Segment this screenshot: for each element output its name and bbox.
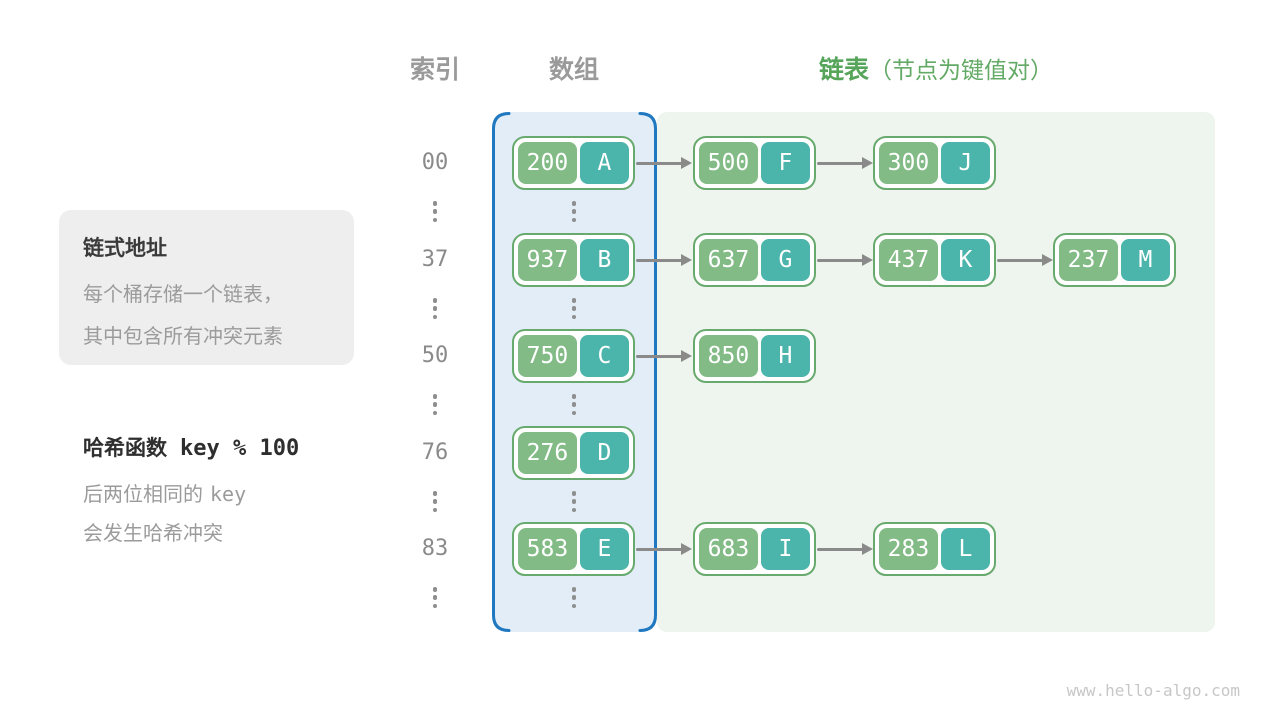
chaining-note-box: 链式地址 每个桶存储一个链表， 其中包含所有冲突元素 (59, 210, 354, 365)
header-linked-list-note: （节点为键值对） (869, 58, 1053, 84)
ellipsis-dots-icon (432, 587, 438, 608)
ellipsis-dots-icon (571, 587, 577, 608)
hash-note-line2: 会发生哈希冲突 (83, 521, 223, 545)
node-value: K (940, 239, 990, 281)
node-value: J (940, 142, 990, 184)
index-label: 37 (421, 247, 449, 272)
array-node: 583 E (512, 522, 635, 576)
arrow-icon (817, 253, 873, 267)
chain-node: 237 M (1053, 233, 1176, 287)
chaining-note-line2: 其中包含所有冲突元素 (83, 324, 283, 348)
arrow-icon (636, 542, 692, 556)
arrow-icon (817, 156, 873, 170)
header-array: 数组 (548, 55, 599, 84)
node-key: 683 (699, 528, 758, 570)
bucket-row-00: 00 200 A 500 F 300 J (0, 136, 1280, 190)
arrow-icon (636, 253, 692, 267)
node-value: F (760, 142, 810, 184)
node-key: 437 (879, 239, 938, 281)
arrow-icon (636, 349, 692, 363)
hash-function-formula: key % 100 (180, 436, 300, 461)
chain-node: 437 K (873, 233, 996, 287)
index-label: 76 (421, 440, 449, 465)
ellipsis-dots-icon (571, 394, 577, 415)
bucket-row-50: 50 750 C 850 H (0, 329, 1280, 383)
node-value: H (760, 335, 810, 377)
array-node: 750 C (512, 329, 635, 383)
node-value: C (579, 335, 629, 377)
node-value: B (579, 239, 629, 281)
chaining-note-title: 链式地址 (83, 236, 167, 260)
ellipsis-dots-icon (432, 491, 438, 512)
node-key: 937 (518, 239, 577, 281)
array-bracket-border (492, 112, 657, 632)
node-key: 300 (879, 142, 938, 184)
chain-node: 300 J (873, 136, 996, 190)
chain-node: 637 G (693, 233, 816, 287)
node-key: 283 (879, 528, 938, 570)
array-node: 200 A (512, 136, 635, 190)
index-label: 50 (421, 343, 449, 368)
header-linked-list-label: 链表 (818, 55, 869, 84)
node-value: L (940, 528, 990, 570)
bucket-row-83: 83 583 E 683 I 283 L (0, 522, 1280, 576)
chain-node: 850 H (693, 329, 816, 383)
node-key: 850 (699, 335, 758, 377)
ellipsis-dots-icon (432, 298, 438, 319)
arrow-icon (817, 542, 873, 556)
chain-node: 283 L (873, 522, 996, 576)
index-label: 00 (421, 150, 449, 175)
chaining-note-line1: 每个桶存储一个链表， (83, 282, 283, 306)
arrow-icon (636, 156, 692, 170)
ellipsis-dots-icon (432, 394, 438, 415)
ellipsis-dots-icon (571, 201, 577, 222)
node-key: 750 (518, 335, 577, 377)
node-value: A (579, 142, 629, 184)
bucket-row-37: 37 937 B 637 G 437 K 237 M (0, 233, 1280, 287)
header-index: 索引 (409, 55, 460, 84)
node-key: 637 (699, 239, 758, 281)
node-key: 583 (518, 528, 577, 570)
header-linked-list: 链表（节点为键值对） (657, 54, 1215, 86)
site-watermark: www.hello-algo.com (1066, 681, 1240, 700)
array-node: 937 B (512, 233, 635, 287)
bucket-row-76: 76 276 D (0, 426, 1280, 480)
ellipsis-dots-icon (571, 491, 577, 512)
chain-node: 683 I (693, 522, 816, 576)
node-value: D (579, 432, 629, 474)
node-value: G (760, 239, 810, 281)
node-value: I (760, 528, 810, 570)
node-value: E (579, 528, 629, 570)
chain-node: 500 F (693, 136, 816, 190)
node-key: 237 (1059, 239, 1118, 281)
node-value: M (1120, 239, 1170, 281)
ellipsis-dots-icon (432, 201, 438, 222)
array-node: 276 D (512, 426, 635, 480)
ellipsis-dots-icon (571, 298, 577, 319)
arrow-icon (997, 253, 1053, 267)
node-key: 200 (518, 142, 577, 184)
index-label: 83 (421, 536, 449, 561)
node-key: 276 (518, 432, 577, 474)
node-key: 500 (699, 142, 758, 184)
